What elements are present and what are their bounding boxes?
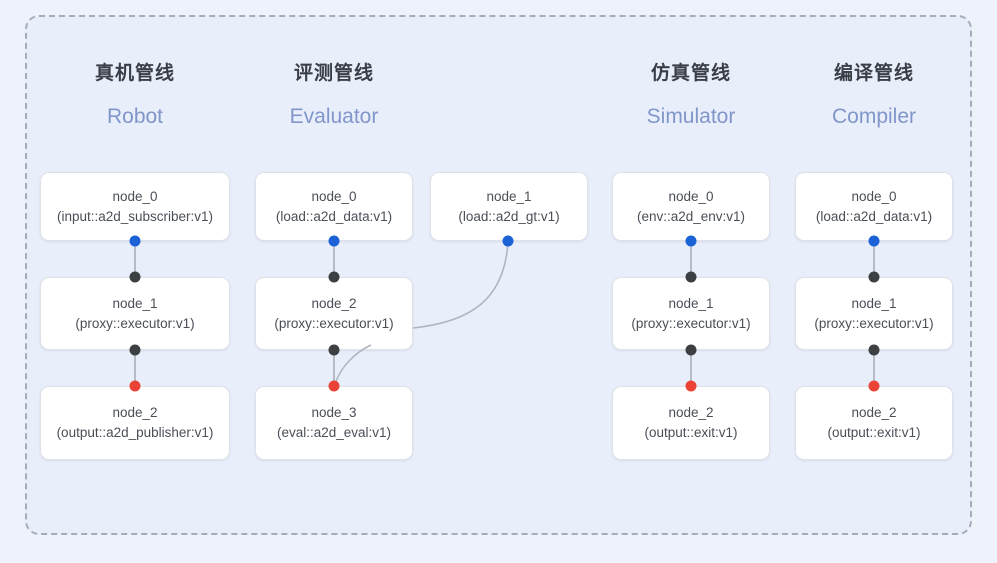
column-title-simulator: 仿真管线 (650, 63, 731, 84)
connector-robot-1 (134, 350, 136, 386)
node-type: (load::a2d_data:v1) (275, 208, 393, 224)
node-card-evaluator-gt[interactable]: node_1(load::a2d_gt:v1) (430, 172, 588, 241)
node-name: node_2 (851, 405, 897, 420)
port-blue-evaluator-0[interactable] (328, 235, 340, 247)
node-type: (load::a2d_data:v1) (815, 208, 933, 224)
node-card-simulator-0[interactable]: node_0(env::a2d_env:v1) (612, 172, 770, 241)
port-black-evaluator-1[interactable] (328, 271, 340, 283)
node-card-compiler-2[interactable]: node_2(output::exit:v1) (795, 386, 953, 460)
node-card-robot-1[interactable]: node_1(proxy::executor:v1) (40, 277, 230, 350)
port-black-robot-2[interactable] (129, 344, 141, 356)
node-card-simulator-2[interactable]: node_2(output::exit:v1) (612, 386, 770, 460)
node-type: (input::a2d_subscriber:v1) (56, 208, 214, 224)
node-name: node_2 (112, 405, 158, 420)
node-type: (output::exit:v1) (827, 425, 921, 440)
node-card-robot-2[interactable]: node_2(output::a2d_publisher:v1) (40, 386, 230, 460)
node-type: (load::a2d_gt:v1) (458, 208, 560, 224)
node-name: node_0 (311, 188, 357, 204)
node-name: node_0 (668, 188, 714, 204)
connector-compiler-0 (873, 241, 875, 277)
node-name: node_3 (311, 405, 357, 420)
node-name: node_2 (311, 295, 357, 311)
node-type: (proxy::executor:v1) (274, 315, 394, 331)
column-subtitle-simulator: Simulator (646, 105, 736, 128)
port-red-evaluator-3[interactable] (328, 380, 340, 392)
pipeline-column-compiler: 编译管线 Compiler (795, 0, 953, 563)
node-card-simulator-1[interactable]: node_1(proxy::executor:v1) (612, 277, 770, 350)
pipeline-column-evaluator: 评测管线 Evaluator (255, 0, 413, 563)
port-blue-simulator-0[interactable] (685, 235, 697, 247)
column-subtitle-robot: Robot (106, 105, 164, 128)
connector-evaluator-1 (333, 350, 335, 386)
port-blue-robot-0[interactable] (129, 235, 141, 247)
column-subtitle-compiler: Compiler (831, 105, 917, 128)
node-name: node_1 (851, 295, 897, 311)
node-card-compiler-0[interactable]: node_0(load::a2d_data:v1) (795, 172, 953, 241)
pipeline-column-simulator: 仿真管线 Simulator (612, 0, 770, 563)
column-title-compiler: 编译管线 (833, 63, 914, 84)
connector-simulator-0 (690, 241, 692, 277)
port-black-evaluator-2[interactable] (328, 344, 340, 356)
connector-compiler-1 (873, 350, 875, 386)
node-type: (proxy::executor:v1) (814, 315, 934, 331)
port-black-simulator-1[interactable] (685, 271, 697, 283)
column-title-robot: 真机管线 (94, 63, 175, 84)
port-black-compiler-1[interactable] (868, 271, 880, 283)
port-black-simulator-2[interactable] (685, 344, 697, 356)
port-blue-evaluator-gt-0[interactable] (502, 235, 514, 247)
port-red-compiler-3[interactable] (868, 380, 880, 392)
node-name: node_0 (112, 188, 158, 204)
node-type: (output::a2d_publisher:v1) (56, 425, 214, 440)
node-card-evaluator-0[interactable]: node_0(load::a2d_data:v1) (255, 172, 413, 241)
node-type: (proxy::executor:v1) (75, 315, 195, 331)
port-red-robot-3[interactable] (129, 380, 141, 392)
node-card-evaluator-2[interactable]: node_3(eval::a2d_eval:v1) (255, 386, 413, 460)
connector-robot-0 (134, 241, 136, 277)
node-name: node_0 (851, 188, 897, 204)
node-name: node_1 (486, 188, 532, 204)
node-name: node_1 (112, 295, 158, 311)
port-red-simulator-3[interactable] (685, 380, 697, 392)
node-card-evaluator-1[interactable]: node_2(proxy::executor:v1) (255, 277, 413, 350)
node-card-compiler-1[interactable]: node_1(proxy::executor:v1) (795, 277, 953, 350)
port-black-robot-1[interactable] (129, 271, 141, 283)
pipeline-column-robot: 真机管线 Robot (40, 0, 230, 563)
node-type: (eval::a2d_eval:v1) (276, 425, 392, 440)
node-name: node_2 (668, 405, 714, 420)
node-type: (output::exit:v1) (644, 425, 738, 440)
connector-evaluator-0 (333, 241, 335, 277)
node-name: node_1 (668, 295, 714, 311)
node-card-robot-0[interactable]: node_0(input::a2d_subscriber:v1) (40, 172, 230, 241)
column-title-evaluator: 评测管线 (293, 63, 374, 84)
node-type: (env::a2d_env:v1) (636, 208, 746, 224)
port-blue-compiler-0[interactable] (868, 235, 880, 247)
column-subtitle-evaluator: Evaluator (289, 105, 379, 128)
node-type: (proxy::executor:v1) (631, 315, 751, 331)
connector-simulator-1 (690, 350, 692, 386)
port-black-compiler-2[interactable] (868, 344, 880, 356)
